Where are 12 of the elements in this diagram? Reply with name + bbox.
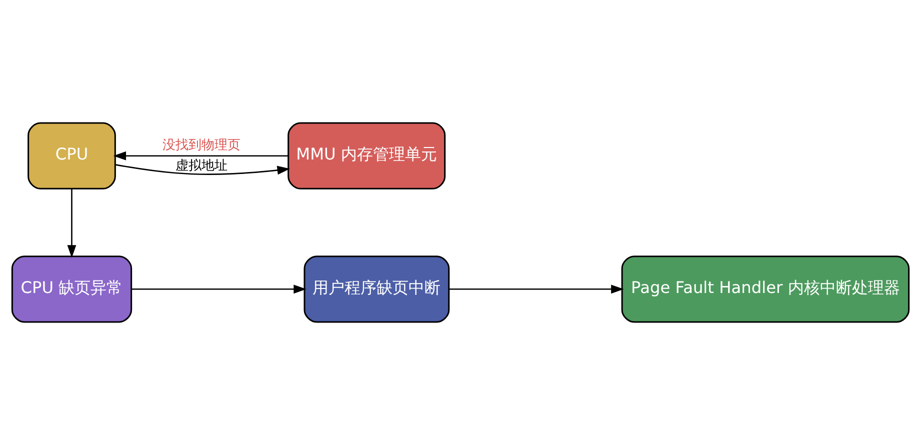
arrow	[115, 164, 290, 174]
node-box: CPU	[28, 122, 116, 189]
edge-label: 没找到物理页	[162, 138, 241, 153]
node-box: CPU 缺页异常	[11, 255, 132, 322]
arrow	[113, 150, 288, 160]
arrow	[132, 284, 306, 294]
edge-label: 虚拟地址	[176, 158, 228, 173]
arrow	[449, 284, 624, 294]
arrow	[67, 188, 76, 258]
node-box: MMU 内存管理单元	[288, 122, 446, 189]
node-box: 用户程序缺页中断	[304, 255, 450, 322]
node-box: Page Fault Handler 内核中断处理器	[621, 255, 910, 322]
